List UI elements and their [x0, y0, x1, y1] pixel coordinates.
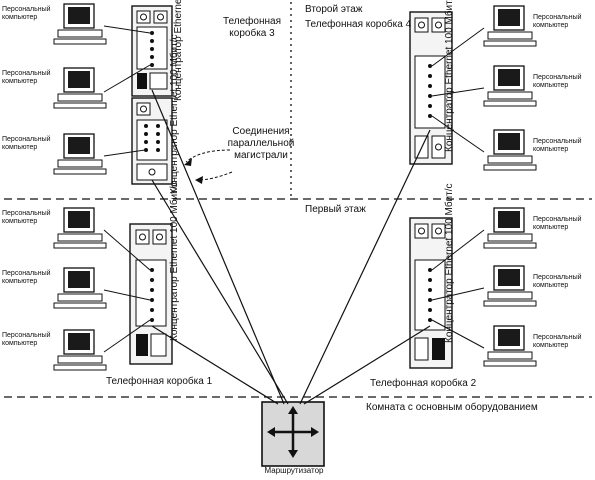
rack-top-right: [409, 11, 453, 165]
pc-label-left-3: Персональный компьютер: [2, 136, 51, 151]
pc-label-right-1: Персональный компьютер: [533, 14, 582, 29]
uplink-lines: [151, 89, 431, 405]
backbone-arrowhead-upper: [184, 158, 192, 166]
pc-label-right-4: Персональный компьютер: [533, 216, 582, 231]
second-floor-label: Второй этаж: [305, 4, 363, 15]
phone-box-1-label: Телефонная коробка 1: [106, 376, 213, 387]
pc-left-6: [53, 329, 107, 371]
backbone-arrowhead-lower: [195, 176, 203, 184]
pc-right-4: [483, 207, 537, 249]
pc-left-5: [53, 267, 107, 309]
router-label: Маршрутизатор: [264, 466, 324, 475]
rack-bottom-right: [409, 217, 453, 369]
hub-label-bottom-left: Концентратор Ethernet 100 Мбит/с: [169, 181, 180, 341]
backbone-label: Соединения параллельной магистрали: [227, 126, 295, 161]
pc-left-4: [53, 207, 107, 249]
pc-right-6: [483, 325, 537, 367]
pc-label-left-5: Персональный компьютер: [2, 270, 51, 285]
pc-left-2: [53, 67, 107, 109]
pc-label-left-4: Персональный компьютер: [2, 210, 51, 225]
phone-box-3-label: Телефонная коробка 3: [223, 16, 281, 39]
rack-top-left-lower: [131, 97, 173, 185]
hub-label-bottom-right: Концентратор Ethernet 100 Мбит/с: [444, 183, 455, 343]
pc-links: [103, 25, 485, 353]
pc-right-3: [483, 129, 537, 171]
phone-box-2-label: Телефонная коробка 2: [370, 378, 477, 389]
first-floor-label: Первый этаж: [305, 204, 366, 215]
rack-bottom-left: [129, 223, 173, 365]
phone-box-4-label: Телефонная коробка 4: [305, 19, 412, 30]
hub-label-top-right: Концентратор Ethernet 100 Мбит/с: [444, 0, 455, 152]
rack-top-left-upper: [131, 5, 173, 97]
pc-left-1: [53, 3, 107, 45]
pc-right-5: [483, 265, 537, 307]
pc-left-3: [53, 133, 107, 175]
pc-label-left-6: Персональный компьютер: [2, 332, 51, 347]
pc-label-left-1: Персональный компьютер: [2, 6, 51, 21]
pc-right-1: [483, 5, 537, 47]
pc-right-2: [483, 65, 537, 107]
pc-label-right-5: Персональный компьютер: [533, 274, 582, 289]
hub-label-top-left-lower: Концентратор Ethernet 100 Мбит/с: [169, 34, 180, 194]
pc-label-right-6: Персональный компьютер: [533, 334, 582, 349]
router: [261, 401, 325, 467]
pc-label-right-2: Персональный компьютер: [533, 74, 582, 89]
equipment-room-label: Комната с основным оборудованием: [366, 402, 538, 413]
pc-label-right-3: Персональный компьютер: [533, 138, 582, 153]
pc-label-left-2: Персональный компьютер: [2, 70, 51, 85]
